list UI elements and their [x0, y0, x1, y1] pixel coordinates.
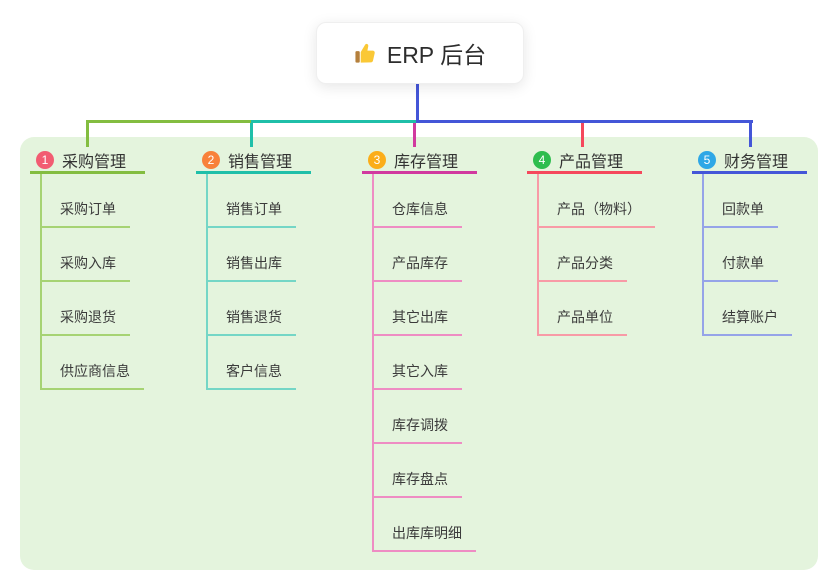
mindmap-branch: 5 财务管理 回款单付款单结算账户	[692, 148, 839, 336]
branch-children: 产品（物料） 产品分类产品单位	[537, 174, 697, 336]
mindmap-subnode[interactable]: 库存调拨	[374, 390, 532, 444]
branch-topic[interactable]: 4 产品管理	[527, 148, 642, 174]
branch-children: 仓库信息产品库存其它出库其它入库库存调拨库存盘点出库库明细	[372, 174, 532, 552]
mindmap-subnode[interactable]: 回款单	[704, 174, 839, 228]
connector-line	[417, 120, 753, 123]
branch-title: 财务管理	[724, 153, 789, 171]
mindmap-subnode[interactable]: 其它出库	[374, 282, 532, 336]
connector-line	[416, 84, 419, 123]
subnode-label: 销售订单	[208, 199, 296, 228]
subnode-label: 其它入库	[374, 361, 462, 390]
mindmap-subnode[interactable]: 销售订单	[208, 174, 366, 228]
subnode-label: 供应商信息	[42, 361, 144, 390]
subnode-label: 付款单	[704, 253, 778, 282]
thumbs-up-icon	[354, 42, 377, 65]
subnode-label: 出库库明细	[374, 523, 476, 552]
branch-title: 库存管理	[394, 153, 459, 171]
branch-children: 销售订单销售出库销售退货客户信息	[206, 174, 366, 390]
branch-title: 采购管理	[62, 153, 127, 171]
subnode-label: 产品分类	[539, 253, 627, 282]
mindmap-subnode[interactable]: 产品库存	[374, 228, 532, 282]
mindmap-subnode[interactable]: 客户信息	[208, 336, 366, 390]
subnode-label: 采购退货	[42, 307, 130, 336]
mindmap-branch: 4 产品管理 产品（物料） 产品分类产品单位	[527, 148, 697, 336]
branch-topic[interactable]: 2 销售管理	[196, 148, 311, 174]
subnode-label: 采购订单	[42, 199, 130, 228]
mindmap-branch: 3 库存管理 仓库信息产品库存其它出库其它入库库存调拨库存盘点出库库明细	[362, 148, 532, 552]
branch-topic[interactable]: 3 库存管理	[362, 148, 477, 174]
branch-topic[interactable]: 1 采购管理	[30, 148, 145, 174]
mindmap-subnode[interactable]: 其它入库	[374, 336, 532, 390]
branch-title: 销售管理	[228, 153, 293, 171]
mindmap-subnode[interactable]: 采购订单	[42, 174, 200, 228]
subnode-label: 回款单	[704, 199, 778, 228]
mindmap-subnode[interactable]: 库存盘点	[374, 444, 532, 498]
subnode-label: 库存调拨	[374, 415, 462, 444]
connector-line	[251, 120, 417, 123]
subnode-label: 销售退货	[208, 307, 296, 336]
subnode-label: 客户信息	[208, 361, 296, 390]
branch-topic[interactable]: 5 财务管理	[692, 148, 807, 174]
root-topic[interactable]: ERP 后台	[316, 22, 524, 84]
mindmap-subnode[interactable]: 销售出库	[208, 228, 366, 282]
subnode-label: 采购入库	[42, 253, 130, 282]
mindmap-subnode[interactable]: 仓库信息	[374, 174, 532, 228]
mindmap-branch: 2 销售管理 销售订单销售出库销售退货客户信息	[196, 148, 366, 390]
subnode-label: 产品单位	[539, 307, 627, 336]
mindmap-subnode[interactable]: 采购入库	[42, 228, 200, 282]
subnode-label: 产品（物料）	[539, 199, 655, 228]
branch-children: 采购订单采购入库采购退货供应商信息	[40, 174, 200, 390]
mindmap-subnode[interactable]: 销售退货	[208, 282, 366, 336]
mindmap-subnode[interactable]: 结算账户	[704, 282, 839, 336]
mindmap-subnode[interactable]: 供应商信息	[42, 336, 200, 390]
mindmap-branch: 1 采购管理 采购订单采购入库采购退货供应商信息	[30, 148, 200, 390]
subnode-label: 库存盘点	[374, 469, 462, 498]
root-title: ERP 后台	[386, 42, 487, 68]
mindmap-subnode[interactable]: 产品（物料）	[539, 174, 697, 228]
subnode-label: 销售出库	[208, 253, 296, 282]
mindmap-subnode[interactable]: 产品分类	[539, 228, 697, 282]
mindmap-panel: 1 采购管理 采购订单采购入库采购退货供应商信息 2 销售管理 销售订单销售出库…	[20, 137, 818, 570]
mindmap-subnode[interactable]: 出库库明细	[374, 498, 532, 552]
branch-number-badge: 3	[368, 150, 386, 169]
mindmap-subnode[interactable]: 产品单位	[539, 282, 697, 336]
branch-children: 回款单付款单结算账户	[702, 174, 839, 336]
branch-number-badge: 1	[36, 150, 54, 169]
mindmap-subnode[interactable]: 采购退货	[42, 282, 200, 336]
branch-number-badge: 2	[202, 150, 220, 169]
subnode-label: 结算账户	[704, 307, 792, 336]
branch-title: 产品管理	[559, 153, 624, 171]
connector-line	[86, 120, 251, 123]
subnode-label: 其它出库	[374, 307, 462, 336]
subnode-label: 产品库存	[374, 253, 462, 282]
branch-number-badge: 4	[533, 150, 551, 169]
subnode-label: 仓库信息	[374, 199, 462, 228]
mindmap-subnode[interactable]: 付款单	[704, 228, 839, 282]
branch-number-badge: 5	[698, 150, 716, 169]
